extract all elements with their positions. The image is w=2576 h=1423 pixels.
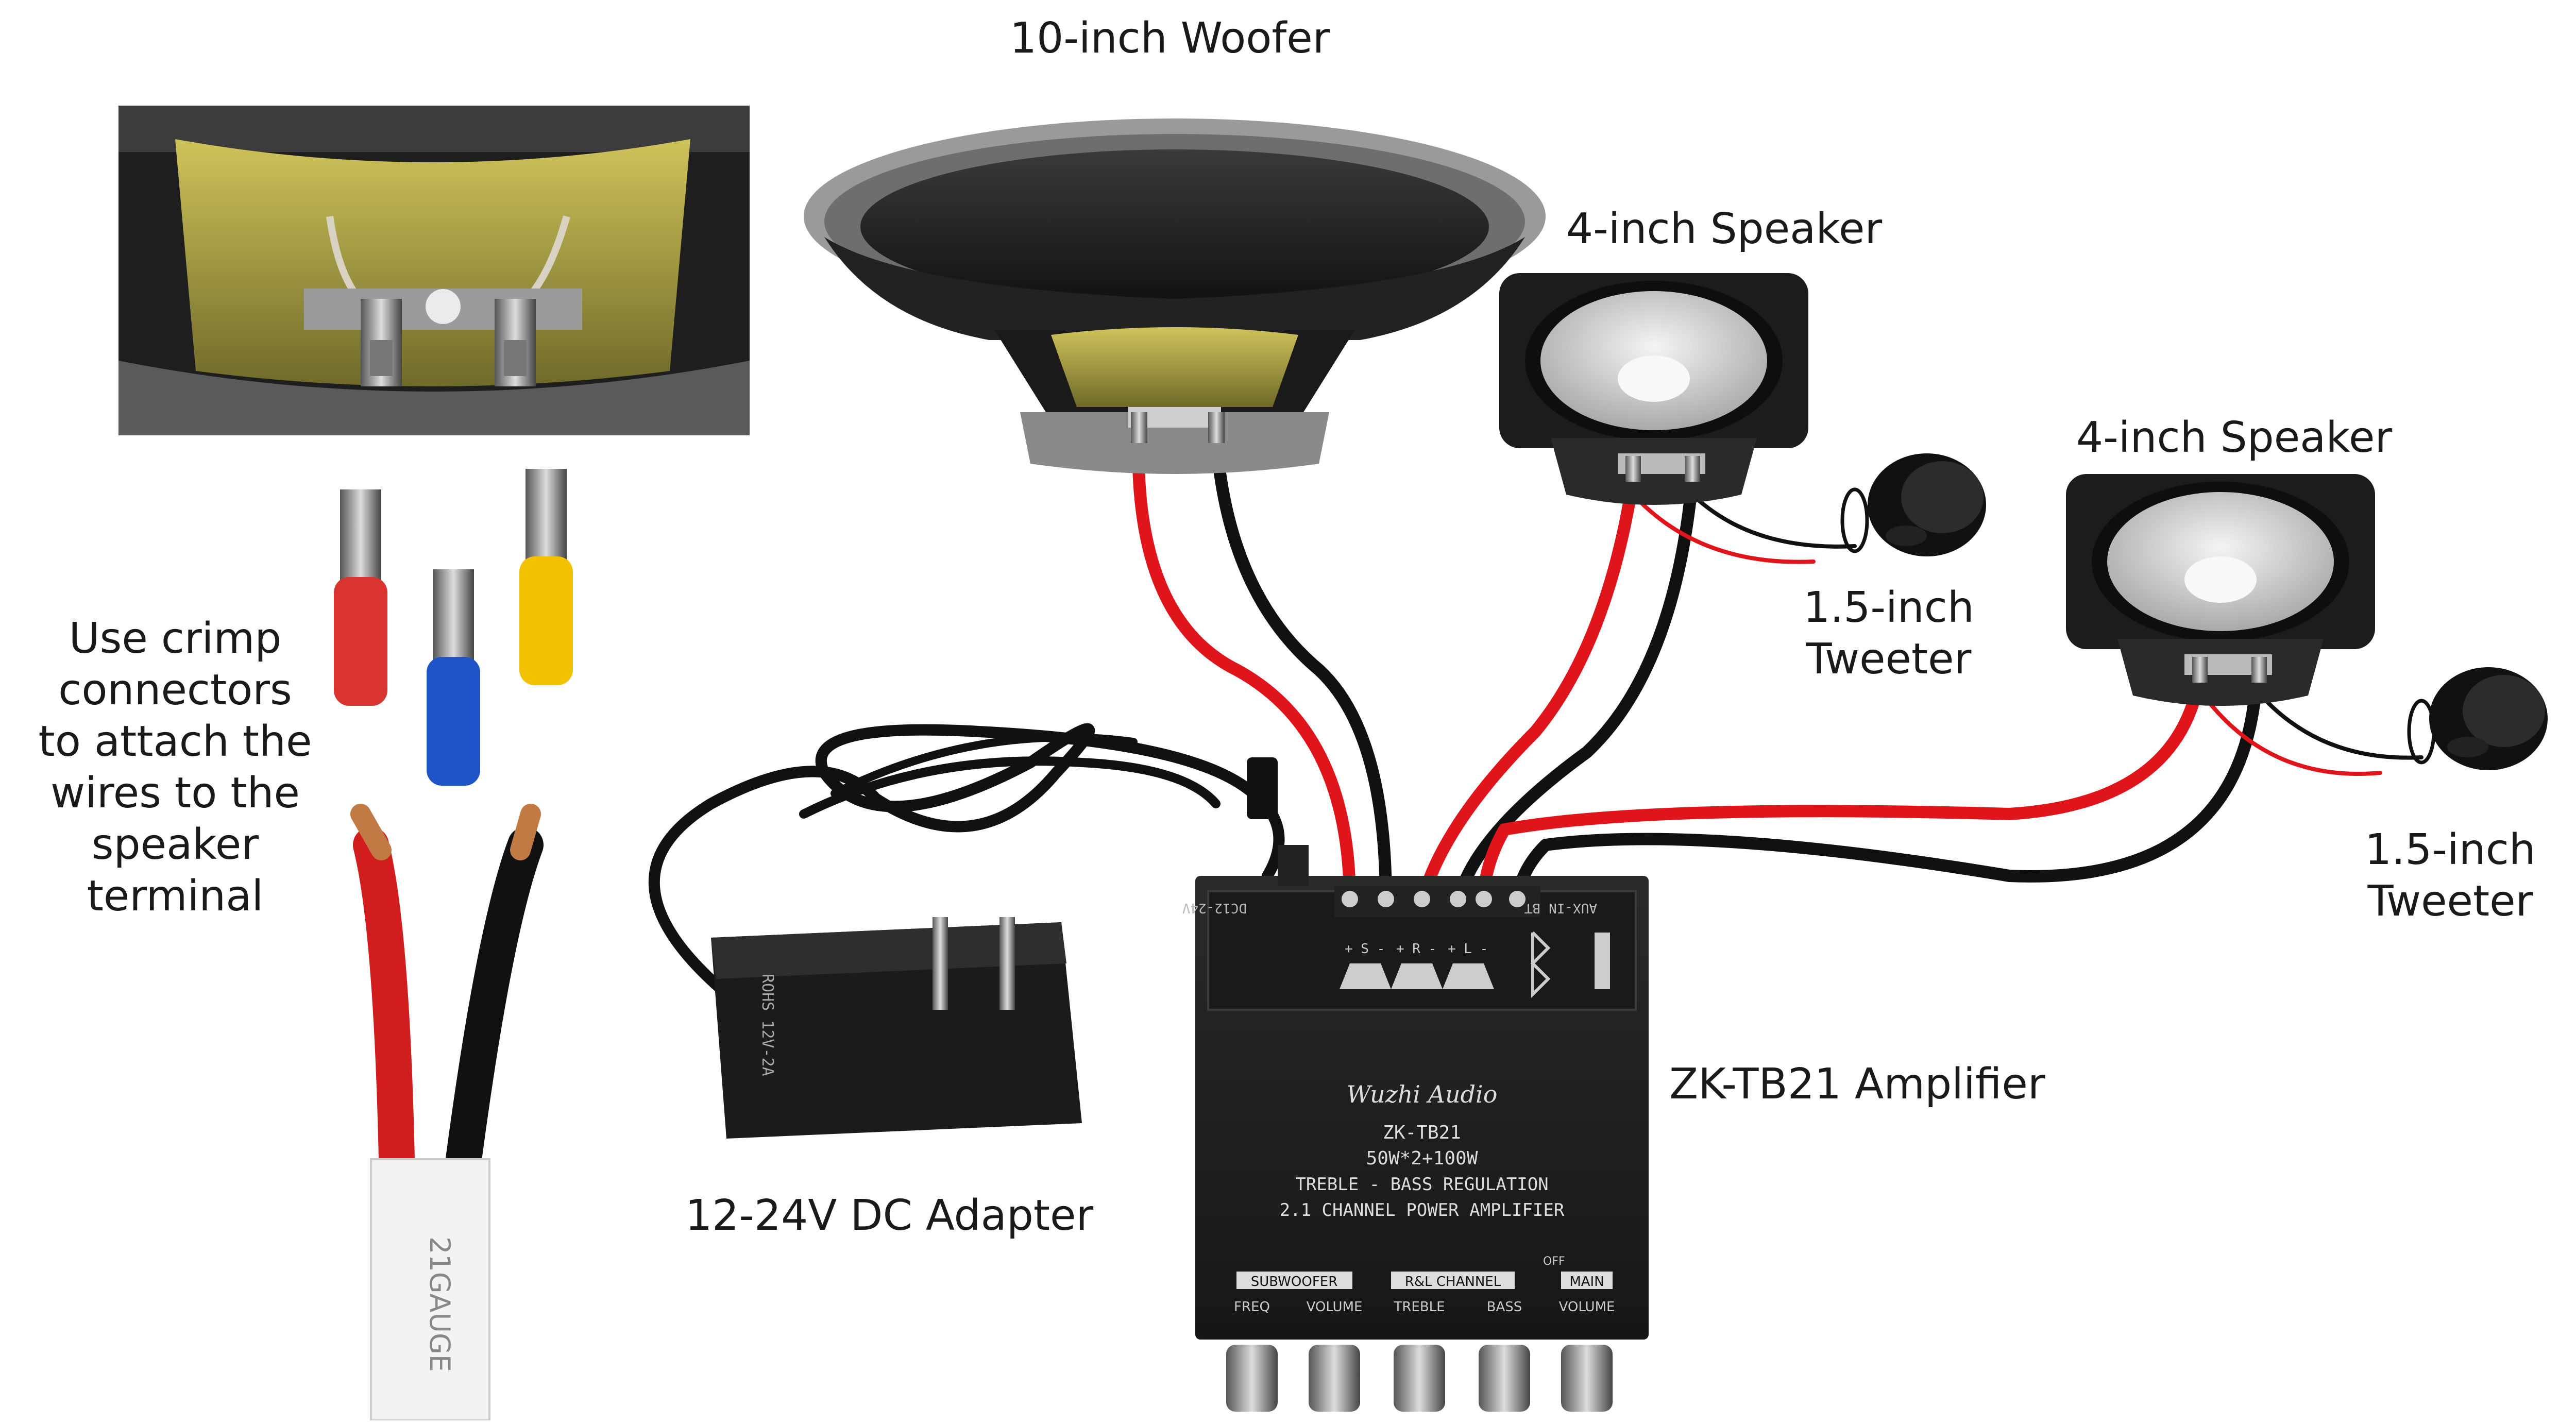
label-tweeter-right-line1: 1.5-inch <box>2365 825 2536 874</box>
terminal-mark-r: + R - <box>1396 941 1436 957</box>
speaker-icon-l <box>1443 963 1494 989</box>
label-tweeter-left-line2: Tweeter <box>1806 635 1972 684</box>
terminal-mark-l: + L - <box>1448 941 1488 957</box>
speaker-icon-s <box>1340 963 1391 989</box>
knob-group-main: MAIN <box>1569 1274 1604 1290</box>
knob-label-freq: FREQ <box>1234 1299 1270 1315</box>
knob-group-subwoofer: SUBWOOFER <box>1251 1274 1338 1290</box>
terminal-mark-s: + S - <box>1345 941 1385 957</box>
wire-right-speaker-positive <box>1478 669 2206 908</box>
wire-right-speaker-negative <box>1511 669 2263 908</box>
knob-freq <box>1226 1345 1278 1412</box>
aux-jack-icon <box>1595 933 1610 989</box>
knob-label-main-volume: VOLUME <box>1559 1299 1615 1315</box>
wire-left-speaker-negative <box>1452 473 1699 908</box>
cable-print: 21GAUGE <box>423 1236 456 1372</box>
knob-group-rl: R&L CHANNEL <box>1405 1274 1501 1290</box>
knob-label-sub-volume: VOLUME <box>1307 1299 1363 1315</box>
label-tweeter-left-line1: 1.5-inch <box>1803 583 1974 632</box>
knob-label-treble: TREBLE <box>1393 1299 1445 1315</box>
wire-right-tweeter-negative <box>2255 688 2424 760</box>
knob-treble <box>1394 1345 1445 1412</box>
wire-right-tweeter-positive <box>2198 688 2382 776</box>
bluetooth-icon <box>1530 931 1551 998</box>
crimp-connector-red <box>334 577 387 706</box>
crimp-connector-yellow <box>519 556 573 685</box>
tweeter-right <box>2407 667 2548 770</box>
wire-woofer-negative <box>1210 427 1392 908</box>
knob-main-volume <box>1561 1345 1613 1412</box>
tweeter-left <box>1840 453 1986 556</box>
label-tweeter-right: 1.5-inch Tweeter <box>2365 824 2536 927</box>
wires <box>648 427 2424 995</box>
amp-line1: TREBLE - BASS REGULATION <box>1295 1174 1548 1195</box>
label-woofer: 10-inch Woofer <box>1010 14 1330 63</box>
crimp-note-line1: Use crimp <box>69 614 282 663</box>
label-speaker-left: 4-inch Speaker <box>1566 205 1883 253</box>
speaker-4-inch-right <box>2066 474 2375 706</box>
crimp-note-line5: speaker <box>91 820 259 870</box>
knob-label-bass: BASS <box>1487 1299 1522 1315</box>
crimp-connector-blue <box>427 657 480 786</box>
woofer-terminal-closeup <box>118 106 750 435</box>
wire-left-tweeter-negative <box>1690 493 1857 549</box>
dc-adapter: ROHS 12V-2A <box>711 757 1278 1139</box>
wire-woofer-positive <box>1132 427 1356 908</box>
speaker-icon-r <box>1391 963 1443 989</box>
adapter-print: ROHS 12V-2A <box>758 974 776 1076</box>
crimp-note-line2: connectors <box>58 666 292 715</box>
label-tweeter-left: 1.5-inch Tweeter <box>1803 582 1974 685</box>
crimp-connectors <box>334 469 573 786</box>
zk-tb21-amplifier: DC12-24V BT AUX-IN + S - + R - + L - Wuz… <box>1182 845 1649 1412</box>
amp-label-dc: DC12-24V <box>1182 900 1247 916</box>
woofer-10-inch <box>804 118 1546 474</box>
amp-label-bt: BT <box>1524 900 1540 916</box>
speaker-4-inch-left <box>1499 273 1808 505</box>
amp-label-aux: AUX-IN <box>1549 900 1597 916</box>
crimp-note-line6: terminal <box>87 872 264 921</box>
crimp-note-line4: wires to the <box>50 769 300 818</box>
label-tweeter-right-line2: Tweeter <box>2367 877 2533 926</box>
knob-sub-volume <box>1309 1345 1360 1412</box>
knob-bass <box>1479 1345 1530 1412</box>
amp-line2: 2.1 CHANNEL POWER AMPLIFIER <box>1280 1200 1565 1221</box>
label-amplifier: ZK-TB21 Amplifier <box>1669 1060 2045 1109</box>
amp-model: ZK-TB21 <box>1383 1122 1461 1143</box>
off-label: OFF <box>1543 1255 1565 1268</box>
speaker-cable: 21GAUGE <box>350 804 544 1421</box>
label-speaker-right: 4-inch Speaker <box>2076 413 2393 462</box>
amp-brand: Wuzhi Audio <box>1347 1080 1498 1108</box>
label-adapter: 12-24V DC Adapter <box>685 1191 1094 1240</box>
amp-power: 50W*2+100W <box>1366 1148 1478 1169</box>
crimp-note-line3: to attach the <box>38 717 312 767</box>
wire-left-tweeter-positive <box>1631 493 1816 564</box>
wire-left-speaker-positive <box>1416 473 1639 908</box>
label-crimp-note: Use crimp connectors to attach the wires… <box>21 613 330 922</box>
